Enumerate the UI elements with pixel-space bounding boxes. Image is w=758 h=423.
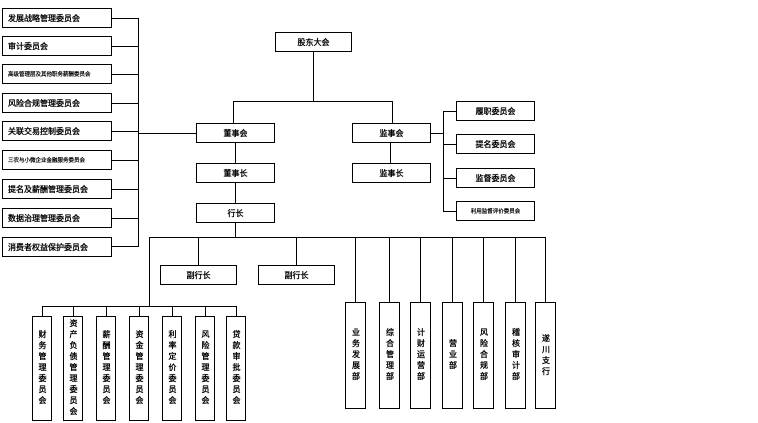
board-committee-box: 审计委员会 <box>2 36 112 56</box>
supervisory-board-box: 监事会 <box>352 123 431 143</box>
vice-president-box-2: 副行长 <box>258 265 335 285</box>
board-of-directors-box: 董事会 <box>196 123 275 143</box>
supervisory-committee-box: 提名委员会 <box>456 134 535 154</box>
board-committee-box: 提名及薪酬管理委员会 <box>2 179 112 199</box>
department-box: 遂川支行 <box>535 302 556 409</box>
supervisory-chairman-box: 监事长 <box>352 163 431 183</box>
management-committee-box: 风险管理委员会 <box>195 316 215 421</box>
supervisory-committee-box: 监督委员会 <box>456 168 535 188</box>
shareholders-meeting-box: 股东大会 <box>275 32 352 52</box>
president-box: 行长 <box>196 203 275 223</box>
board-committee-box: 风险合规管理委员会 <box>2 93 112 113</box>
board-committee-box: 三农与小微企业金融服务委员会 <box>2 150 112 170</box>
department-box: 业务发展部 <box>345 302 366 409</box>
department-box: 风险合规部 <box>473 302 494 409</box>
board-committee-box: 发展战略管理委员会 <box>2 8 112 28</box>
management-committee-box: 资金管理委员会 <box>129 316 149 421</box>
vice-president-box-1: 副行长 <box>160 265 237 285</box>
supervisory-committee-box: 利用监督评价委员会 <box>456 201 535 221</box>
board-committee-box: 高级管理层及其他职务薪酬委员会 <box>2 64 112 84</box>
management-committee-box: 薪酬管理委员会 <box>96 316 116 421</box>
management-committee-box: 财务管理委员会 <box>32 316 52 421</box>
department-box: 综合管理部 <box>379 302 400 409</box>
board-committee-box: 消费者权益保护委员会 <box>2 237 112 257</box>
department-box: 营业部 <box>442 302 463 409</box>
board-committee-box: 数据治理管理委员会 <box>2 208 112 228</box>
board-chairman-box: 董事长 <box>196 163 275 183</box>
management-committee-box: 利率定价委员会 <box>162 316 182 421</box>
board-committee-box: 关联交易控制委员会 <box>2 121 112 141</box>
management-committee-box: 贷款审批委员会 <box>226 316 246 421</box>
department-box: 稽核审计部 <box>505 302 526 409</box>
management-committee-box: 资产负债管理委员会 <box>63 316 83 421</box>
department-box: 计财运营部 <box>410 302 431 409</box>
supervisory-committee-box: 履职委员会 <box>456 101 535 121</box>
